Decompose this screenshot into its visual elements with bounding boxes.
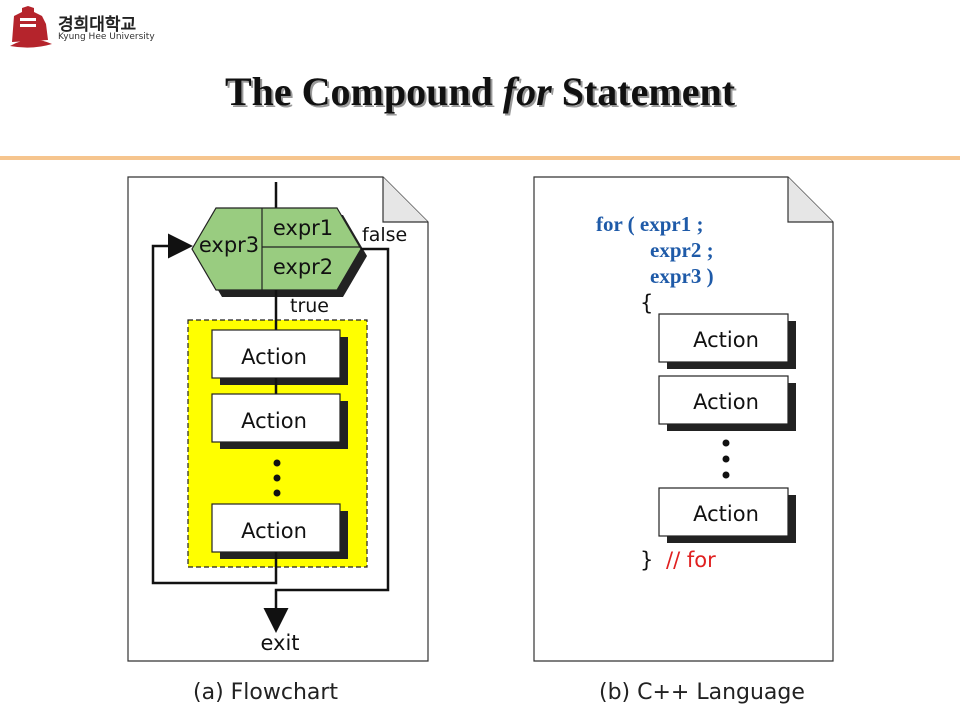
flow-action-box: Action — [211, 503, 348, 559]
flow-action-label: Action — [241, 409, 307, 433]
code-line-for: for ( expr1 ; — [596, 212, 704, 236]
title-pre: The Compound — [224, 69, 503, 114]
open-brace: { — [640, 291, 653, 315]
flow-action-label: Action — [241, 345, 307, 369]
flow-action-box: Action — [211, 329, 348, 385]
code-action-box: Action — [658, 313, 796, 369]
expr3-label: expr3 — [199, 233, 259, 257]
code-action-label: Action — [693, 502, 759, 526]
title-divider — [0, 156, 960, 160]
expr1-label: expr1 — [273, 216, 333, 240]
code-line-expr3: expr3 ) — [650, 264, 714, 288]
slide-title: The Compound for Statement — [0, 68, 960, 115]
university-name-korean: 경희대학교 — [58, 15, 137, 35]
loop-back-arrow — [151, 233, 278, 585]
code-action-label: Action — [693, 390, 759, 414]
university-name-english: Kyung Hee University — [58, 32, 155, 42]
expr2-label: expr2 — [273, 255, 333, 279]
code-action-label: Action — [693, 328, 759, 352]
exit-label: exit — [260, 631, 299, 655]
flow-ellipsis — [273, 459, 281, 497]
flow-action-box: Action — [211, 393, 348, 449]
title-post: Statement — [551, 69, 736, 114]
code-action-box: Action — [658, 375, 796, 431]
close-brace: } — [640, 548, 653, 572]
title-keyword: for — [502, 69, 552, 114]
exit-arrow — [263, 247, 390, 633]
true-label: true — [290, 295, 329, 317]
flowchart-caption: (a) Flowchart — [193, 680, 339, 705]
for-comment: // for — [666, 548, 716, 572]
code-caption: (b) C++ Language — [599, 680, 805, 705]
code-ellipsis — [722, 439, 730, 479]
kyung-hee-seal-logo — [10, 6, 52, 48]
code-line-expr2: expr2 ; — [650, 238, 714, 262]
flow-action-label: Action — [241, 519, 307, 543]
code-action-box: Action — [658, 487, 796, 543]
false-label: false — [362, 224, 407, 246]
